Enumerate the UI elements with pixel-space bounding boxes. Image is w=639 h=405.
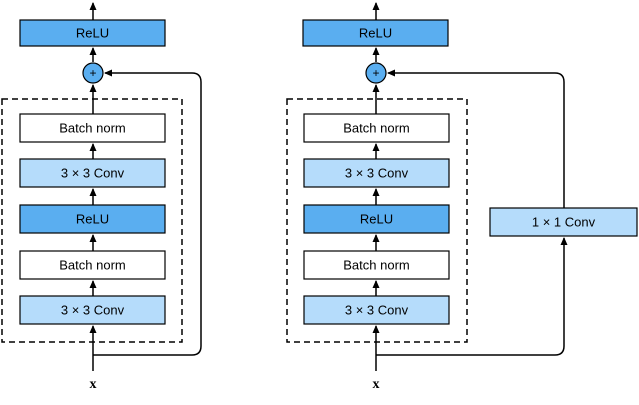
right-layer-label-3: ReLU <box>360 212 393 227</box>
left-skip-connection <box>93 69 202 356</box>
left-layer-box-4 <box>19 250 166 280</box>
right-layer-box-1 <box>303 113 450 143</box>
left-layer-label-4: Batch norm <box>59 258 125 273</box>
left-output-relu-label: ReLU <box>76 26 109 41</box>
right-layer-box-2 <box>303 158 450 188</box>
right-output-relu-box <box>302 19 449 47</box>
right-layer-label-4: Batch norm <box>343 258 409 273</box>
right-shortcut-conv-label: 1 × 1 Conv <box>532 215 596 230</box>
left-adder-node <box>82 62 104 84</box>
left-output-relu-box <box>19 19 166 47</box>
right-layer-label-1: Batch norm <box>343 121 409 136</box>
right-adder-node <box>365 62 387 84</box>
left-layer-box-5 <box>19 295 166 325</box>
left-dashed-container <box>1 98 183 343</box>
right-output-relu-label: ReLU <box>359 26 392 41</box>
left-residual-block: ReLU + Batch norm 3 × 3 Conv ReLU Batch … <box>1 2 202 392</box>
right-layer-label-5: 3 × 3 Conv <box>345 303 409 318</box>
left-layer-label-2: 3 × 3 Conv <box>61 166 125 181</box>
right-layer-box-4 <box>303 250 450 280</box>
right-dashed-container <box>286 98 468 343</box>
left-adder-symbol: + <box>89 66 96 80</box>
right-shortcut-to-conv-arrow <box>376 237 568 356</box>
left-input-label: x <box>90 377 97 392</box>
left-layer-label-5: 3 × 3 Conv <box>61 303 125 318</box>
right-conv-to-adder-arrow <box>387 69 565 208</box>
left-layer-label-3: ReLU <box>76 212 109 227</box>
right-adder-symbol: + <box>372 66 379 80</box>
right-layer-box-3 <box>303 204 450 234</box>
right-residual-block: ReLU + Batch norm 3 × 3 Conv ReLU Batch … <box>286 2 638 392</box>
left-layer-label-1: Batch norm <box>59 121 125 136</box>
left-layer-box-1 <box>19 113 166 143</box>
left-layer-box-2 <box>19 158 166 188</box>
right-input-label: x <box>373 377 380 392</box>
right-layer-box-5 <box>303 295 450 325</box>
right-shortcut-conv-box <box>489 207 638 237</box>
left-layer-box-3 <box>19 204 166 234</box>
right-layer-label-2: 3 × 3 Conv <box>345 166 409 181</box>
